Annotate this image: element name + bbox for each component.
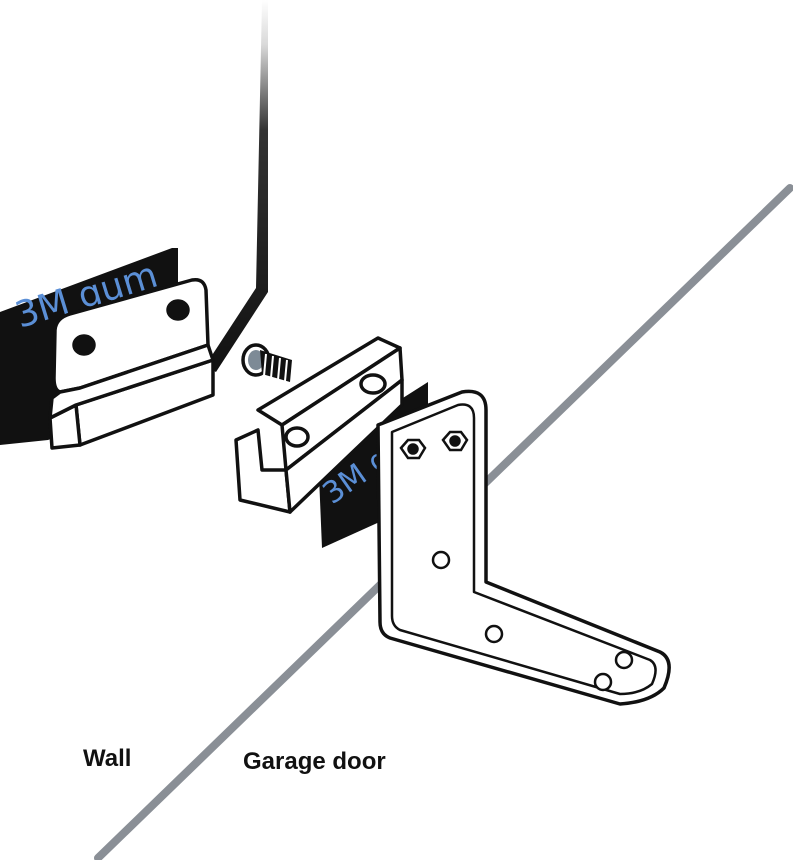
l-bracket [376, 389, 671, 706]
door-block-hole-right [359, 373, 387, 395]
bracket-hole-2 [484, 624, 504, 644]
bracket-hole-4 [593, 672, 613, 692]
hex-nut-left [399, 438, 427, 460]
wall-block-hole-left [72, 334, 96, 356]
wall-magnet-block [48, 277, 215, 450]
bracket-hole-3 [614, 650, 634, 670]
hex-nut-right [441, 430, 469, 452]
wall-label: Wall [83, 745, 131, 772]
wall-corner-edge [205, 0, 268, 372]
door-block-hole-left [284, 426, 310, 448]
garage-door-label: Garage door [243, 748, 386, 775]
screw [241, 343, 292, 382]
door-magnet-block [234, 336, 404, 514]
bracket-hole-1 [431, 550, 451, 570]
wall-block-hole-right [166, 299, 190, 321]
